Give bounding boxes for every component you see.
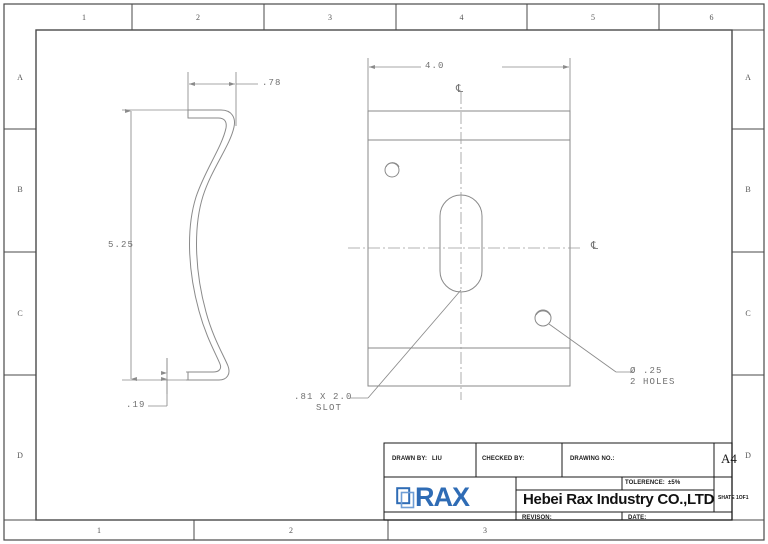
- zone-top-1: 1: [82, 13, 86, 22]
- dim-overall-width: 4.0: [425, 61, 445, 71]
- zone-top-3: 3: [328, 13, 332, 22]
- zone-right-a: A: [745, 73, 751, 82]
- zone-right-d: D: [745, 451, 751, 460]
- dim-thickness: .19: [126, 400, 146, 410]
- centerline-symbol-vertical: ℄: [456, 83, 464, 95]
- zone-left-d: D: [17, 451, 23, 460]
- holes-callout-line2: 2 HOLES: [630, 377, 676, 387]
- sheet-count: SHATE 1OF1: [718, 495, 749, 501]
- zone-left-c: C: [17, 309, 23, 318]
- company-name: Hebei Rax Industry CO.,LTD: [523, 491, 715, 508]
- dim-width-top: .78: [262, 78, 282, 88]
- rax-logo-frame-icon: [396, 486, 415, 508]
- holes-callout-line1: Ø .25: [630, 366, 663, 376]
- drawn-by-value[interactable]: LIU: [432, 456, 442, 462]
- drawing-no-label: DRAWING NO.:: [570, 456, 615, 462]
- zone-top-5: 5: [591, 13, 595, 22]
- zone-right-b: B: [745, 185, 751, 194]
- zone-top-6: 6: [709, 13, 714, 22]
- zone-right-c: C: [745, 309, 751, 318]
- slot-callout-line1: .81 X 2.0: [294, 392, 353, 402]
- zone-left-b: B: [17, 185, 23, 194]
- revision-label: REVISON:: [522, 515, 552, 521]
- rax-logo: RAX: [396, 482, 470, 512]
- zone-bottom-2: 2: [289, 526, 293, 535]
- zone-top-2: 2: [196, 13, 200, 22]
- zone-left-a: A: [17, 73, 23, 82]
- dim-overall-height: 5.25: [108, 240, 135, 250]
- rax-logo-text: RAX: [415, 482, 470, 512]
- zone-bottom-1: 1: [97, 526, 101, 535]
- sheet-size-label: A4: [721, 451, 737, 466]
- tolerance-label: TOLERENCE:: [625, 480, 665, 486]
- slot-callout-line2: SLOT: [316, 403, 343, 413]
- drawn-by-label: DRAWN BY:: [392, 456, 428, 462]
- date-label: DATE:: [628, 515, 647, 521]
- tolerance-value: ±5%: [668, 480, 681, 486]
- centerline-symbol-horizontal: ℄: [591, 240, 599, 252]
- zone-top-4: 4: [459, 13, 464, 22]
- checked-by-label: CHECKED BY:: [482, 456, 525, 462]
- zone-bottom-3: 3: [483, 526, 487, 535]
